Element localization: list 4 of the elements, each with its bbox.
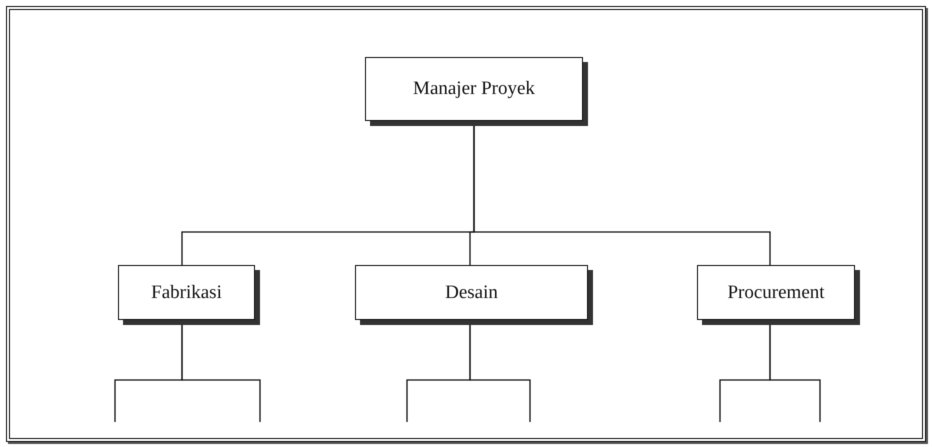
box-label: Procurement — [727, 282, 825, 304]
box-label: Fabrikasi — [151, 282, 222, 304]
box-label: Manajer Proyek — [413, 78, 535, 100]
box-label: Desain — [445, 282, 498, 304]
